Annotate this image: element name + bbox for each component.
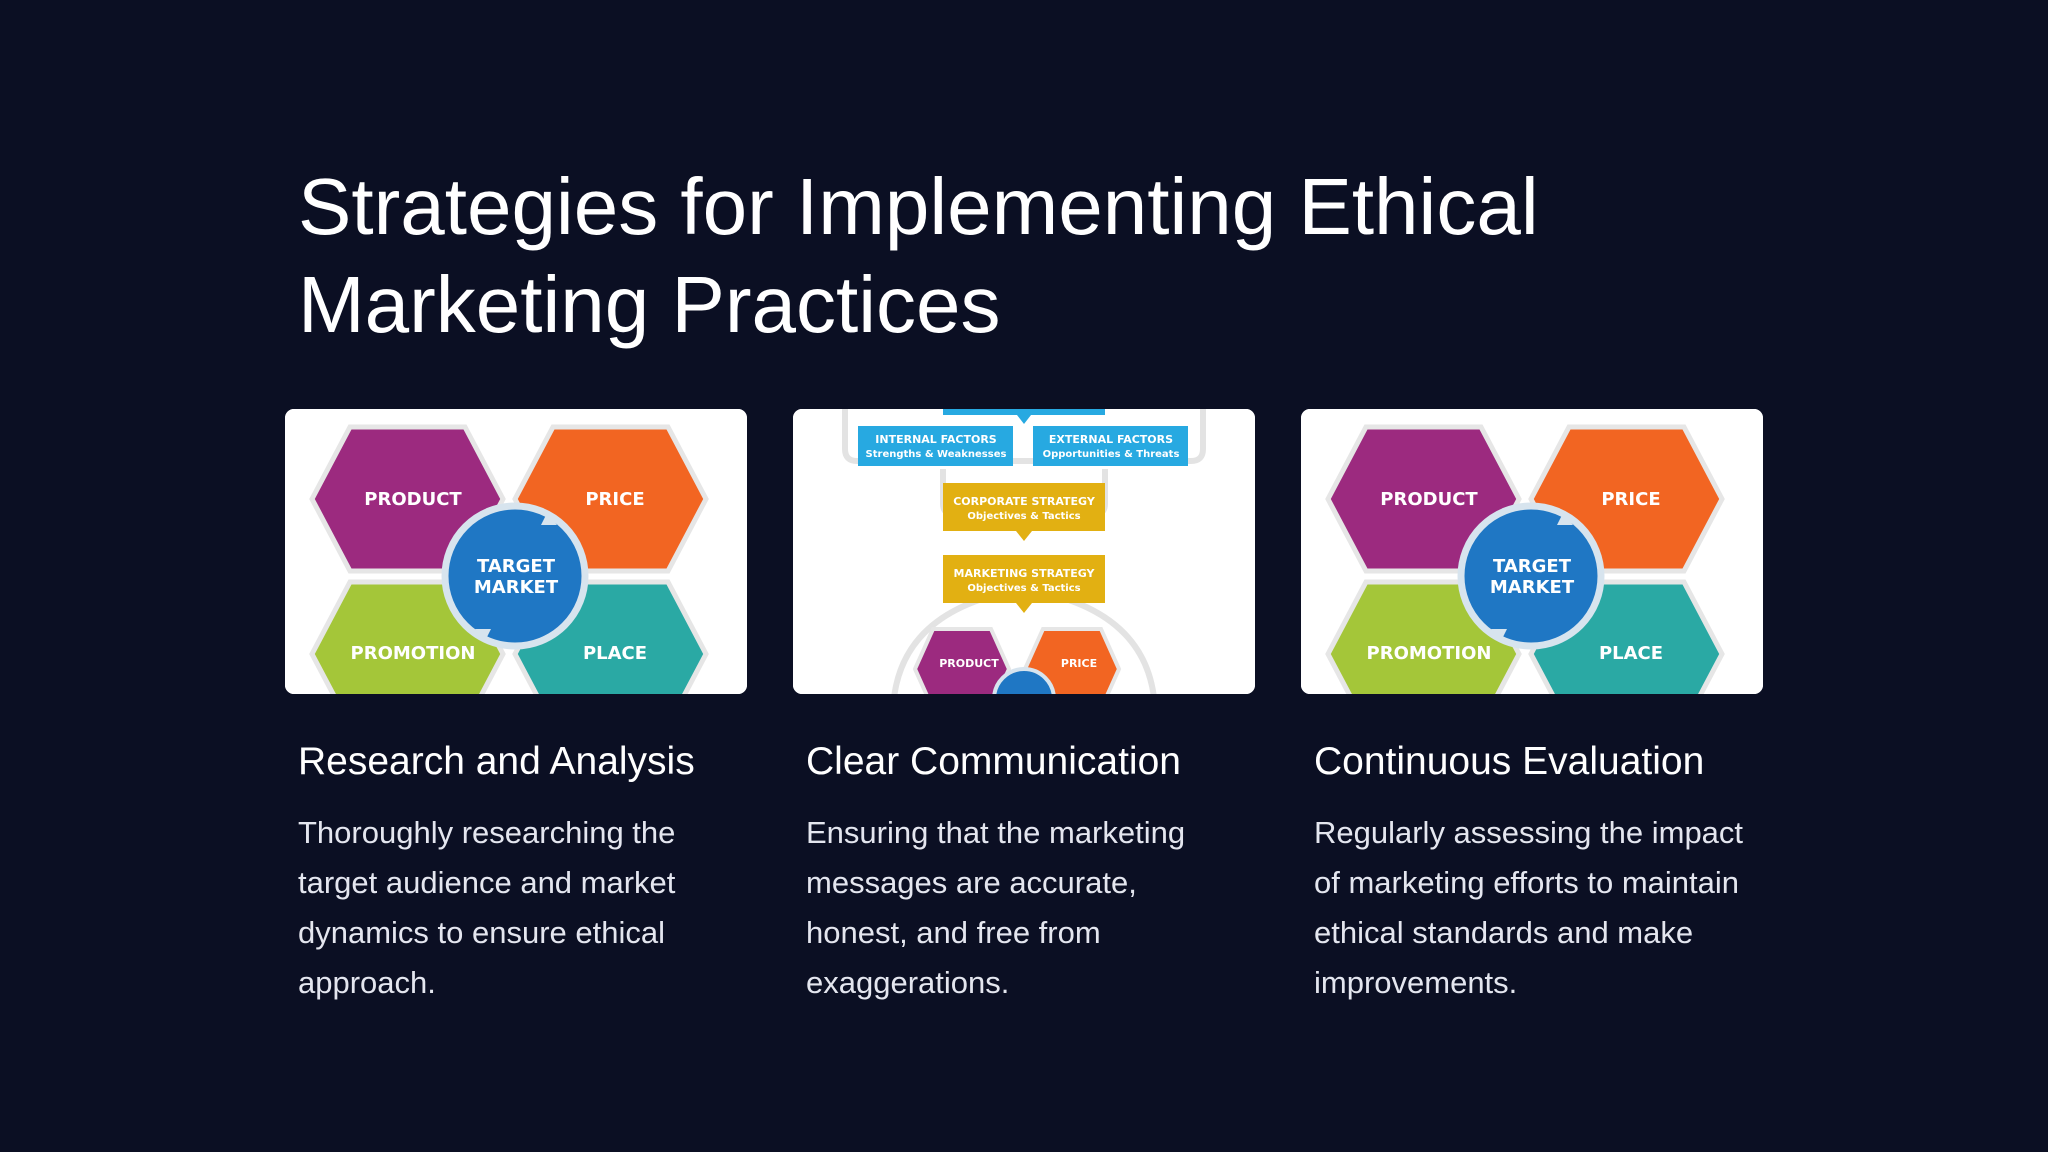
promotion-label: PROMOTION xyxy=(1367,643,1492,664)
internal-factors-box xyxy=(858,426,1013,466)
price-label: PRICE xyxy=(585,489,644,510)
card-text-evaluation: Regularly assessing the impact of market… xyxy=(1314,815,1744,1000)
target-market-circle xyxy=(992,667,1056,694)
down-arrow-icon xyxy=(1016,531,1032,541)
cycle-arrow-icon xyxy=(1491,629,1507,641)
place-label: PLACE xyxy=(583,643,647,664)
strategy-flow-diagram-image: INTERNAL FACTORS Strengths & Weaknesses … xyxy=(793,409,1255,694)
external-factors-sub: Opportunities & Threats xyxy=(1043,449,1180,460)
down-arrow-icon xyxy=(1016,603,1032,613)
connector-outline xyxy=(842,409,1206,464)
cycle-arrow-icon xyxy=(475,629,491,641)
target-label-line2: MARKET xyxy=(1490,577,1575,598)
target-market-circle xyxy=(1457,502,1605,650)
place-label: PLACE xyxy=(1599,643,1663,664)
product-hexagon xyxy=(912,627,1012,694)
target-label-line2: MARKET xyxy=(474,577,559,598)
price-label: PRICE xyxy=(1061,657,1097,670)
marketing-strategy-title: MARKETING STRATEGY xyxy=(954,567,1096,580)
marketing-strategy-sub: Objectives & Tactics xyxy=(967,583,1080,594)
price-hexagon xyxy=(1022,627,1122,694)
marketing-mix-diagram-image: PRODUCT PRICE PROMOTION PLACE TARGET MAR… xyxy=(285,409,747,694)
internal-factors-sub: Strengths & Weaknesses xyxy=(866,449,1007,460)
corporate-strategy-box xyxy=(943,483,1105,531)
target-label-line1: TARGET xyxy=(477,556,556,577)
target-label-line1: TARGET xyxy=(1493,556,1572,577)
internal-factors-title: INTERNAL FACTORS xyxy=(875,433,997,446)
card-heading-evaluation: Continuous Evaluation xyxy=(1314,740,1705,783)
card-text-research: Thoroughly researching the target audien… xyxy=(298,815,676,1000)
marketing-strategy-box xyxy=(943,555,1105,603)
corporate-strategy-title: CORPORATE STRATEGY xyxy=(953,495,1096,508)
target-market-circle xyxy=(441,502,589,650)
card-text-communication: Ensuring that the marketing messages are… xyxy=(806,815,1186,1000)
cycle-arrow-icon xyxy=(541,513,557,525)
promotion-label: PROMOTION xyxy=(351,643,476,664)
product-label: PRODUCT xyxy=(1380,489,1478,510)
slide-title: Strategies for Implementing Ethical Mark… xyxy=(298,162,1539,349)
marketing-mix-diagram-image: PRODUCT PRICE PROMOTION PLACE TARGET MAR… xyxy=(1301,409,1763,694)
price-label: PRICE xyxy=(1601,489,1660,510)
external-factors-title: EXTERNAL FACTORS xyxy=(1049,433,1173,446)
down-arrow-icon xyxy=(1017,415,1031,424)
card-heading-research: Research and Analysis xyxy=(298,740,695,783)
product-label: PRODUCT xyxy=(939,657,999,670)
product-label: PRODUCT xyxy=(364,489,462,510)
external-factors-box xyxy=(1033,426,1188,466)
card-heading-communication: Clear Communication xyxy=(806,740,1181,783)
corporate-strategy-sub: Objectives & Tactics xyxy=(967,511,1080,522)
cycle-arrow-icon xyxy=(1557,513,1573,525)
